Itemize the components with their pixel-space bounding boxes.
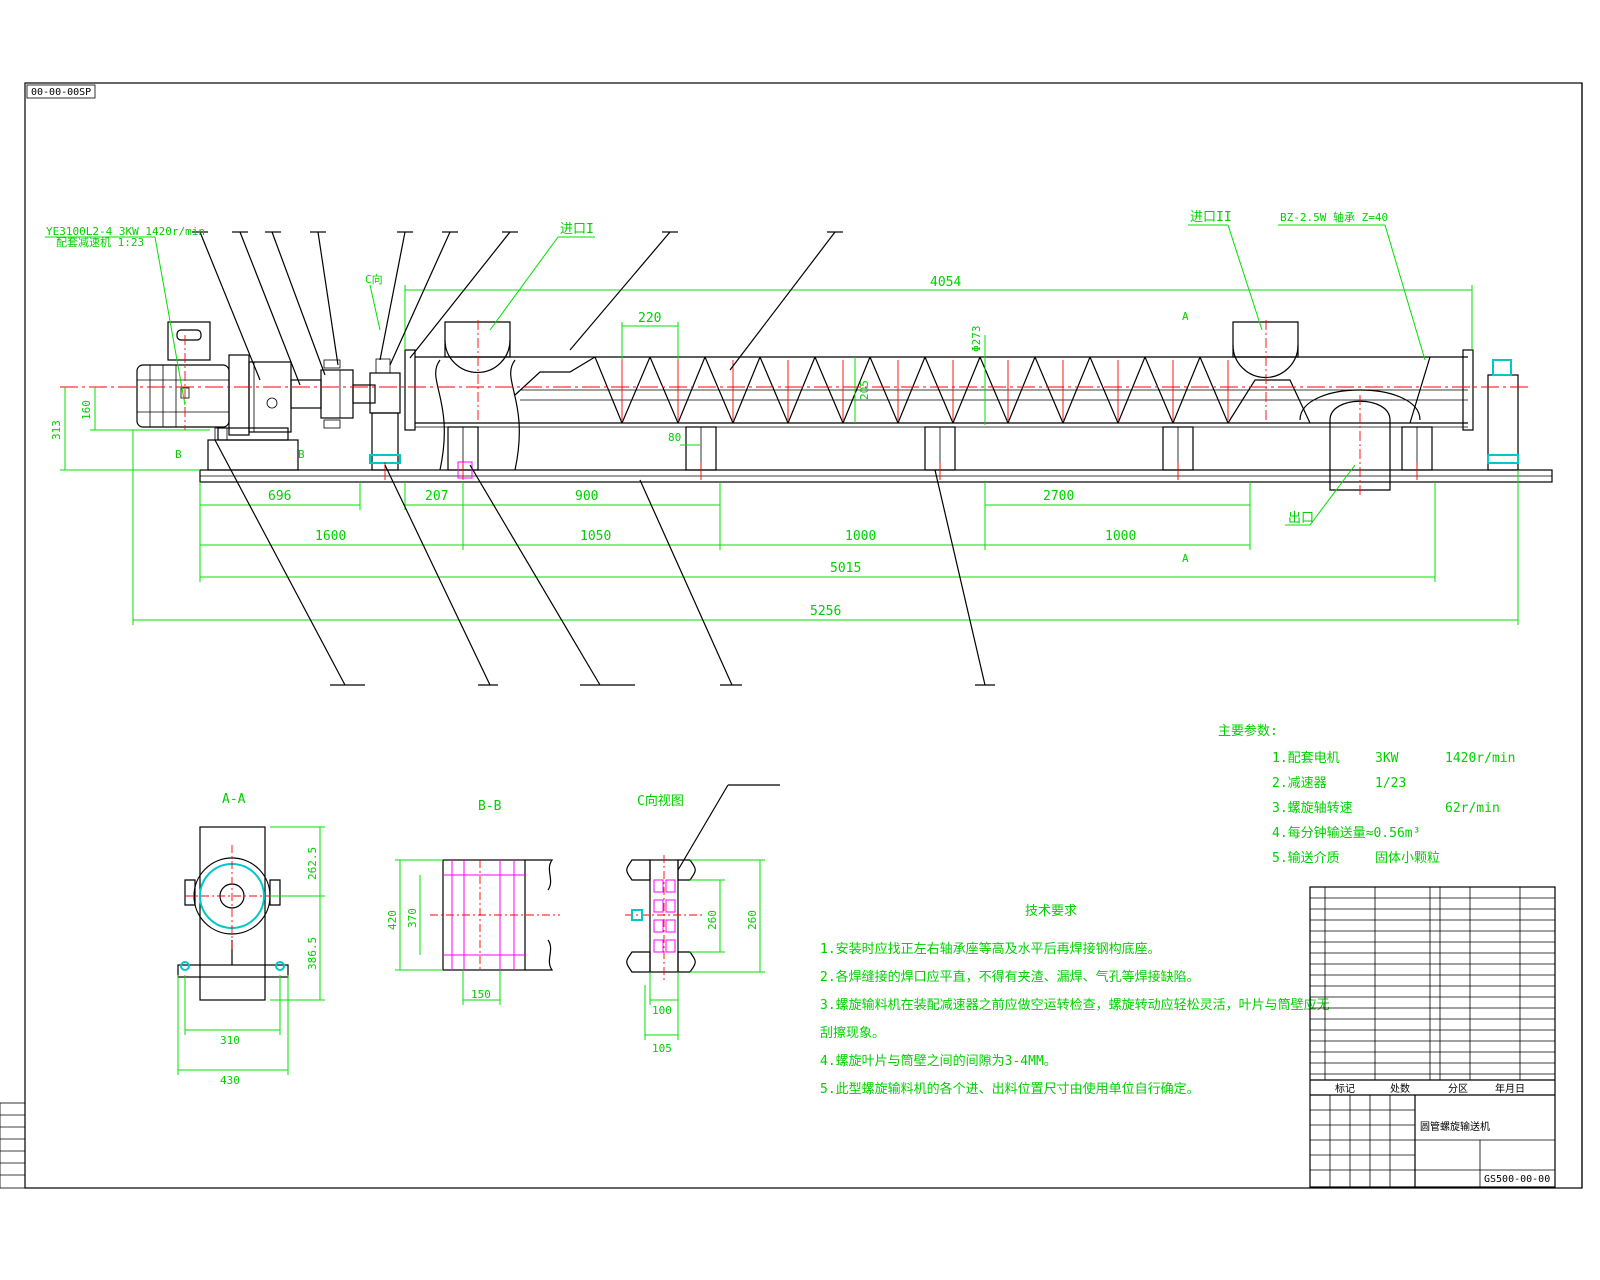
c-dim-105: 105 (652, 1042, 672, 1055)
left-revision-boxes (0, 1102, 26, 1189)
section-a-top-label: A (1182, 310, 1189, 323)
dim-5015: 5015 (830, 561, 861, 576)
motor-spec-label: YE3100L2-4 3KW 1420r/min (46, 225, 205, 238)
section-bb: B-B 420 370 150 (386, 799, 560, 1005)
drive-bearing-housing (369, 349, 416, 471)
c-dim-100: 100 (652, 1004, 672, 1017)
tb-header-3: 分区 (1448, 1083, 1468, 1095)
tech-line: 4.螺旋叶片与筒壁之间的间隙为3-4MM。 (820, 1053, 1057, 1069)
motor-spec-label-2: 配套减速机 1:23 (56, 235, 144, 249)
param-value-2: 1420r/min (1445, 751, 1515, 766)
param-value: 3KW (1375, 751, 1399, 766)
screw-flights (514, 356, 1468, 424)
aa-dim-386: 386.5 (306, 937, 319, 970)
drawing-title: 圆管螺旋输送机 (1420, 1120, 1490, 1133)
dim-5256: 5256 (810, 604, 841, 619)
dim-205: 205 (858, 380, 871, 400)
corner-tag: 00-00-00SP (31, 87, 91, 98)
dim-313: 313 (50, 420, 63, 440)
trough-supports (447, 359, 1519, 471)
main-parameters: 主要参数: 1.配套电机 3KW 1420r/min 2.减速器 1/23 3.螺旋轴转速… (1218, 723, 1515, 866)
tech-title: 技术要求 (1025, 904, 1077, 919)
bb-dim-370: 370 (406, 908, 419, 928)
param-name: 4.每分钟输送量≈0.56m³ (1272, 825, 1420, 841)
label-leaders (45, 224, 1426, 526)
tb-header-6: 年月日 (1495, 1082, 1525, 1095)
dim-1600: 1600 (315, 529, 346, 544)
part-leaders-bottom (214, 439, 995, 686)
param-value: 固体小颗粒 (1375, 851, 1440, 866)
tech-line: 5.此型螺旋输料机的各个进、出料位置尺寸由使用单位自行确定。 (820, 1081, 1200, 1097)
tech-line: 3.螺旋输料机在装配减速器之前应做空运转检查，螺旋转动应轻松灵活，叶片与筒壁应无 (820, 997, 1330, 1013)
drawing-number: GS500-00-00 (1484, 1174, 1550, 1185)
title-block: 标记 处数 分区 年月日 圆管螺旋输送机 GS500-00-00 (1309, 886, 1556, 1188)
section-b-left-label: B (175, 448, 182, 461)
dim-900: 900 (575, 489, 598, 504)
c-dim-260-b: 260 (746, 910, 759, 930)
c-dim-260-a: 260 (706, 910, 719, 930)
corner-tag-box (26, 84, 96, 99)
inlet-2-label: 进口II (1190, 210, 1232, 225)
dim-1050: 1050 (580, 529, 611, 544)
reducer-base (207, 439, 299, 471)
dimension-lines (60, 285, 1519, 625)
section-bb-title: B-B (478, 799, 502, 814)
coupling (290, 359, 376, 429)
dim-160: 160 (80, 400, 93, 420)
param-name: 3.螺旋轴转速 (1272, 801, 1353, 816)
section-aa: A-A 262.5 386.5 310 430 (177, 792, 325, 1087)
tail-note-label: BZ-2.5W 轴承 Z=40 (1280, 210, 1388, 224)
param-name: 1.配套电机 (1272, 750, 1340, 766)
inlet-1-flange (444, 321, 511, 358)
param-value-2: 62r/min (1445, 801, 1500, 816)
section-aa-title: A-A (222, 792, 246, 807)
dim-207: 207 (425, 489, 448, 504)
aa-dim-262: 262.5 (306, 847, 319, 880)
section-b-right-label: B (298, 448, 305, 461)
dim-4054: 4054 (930, 275, 961, 290)
c-view-arrow-label: C向 (365, 272, 383, 286)
tech-line: 刮擦现象。 (820, 1026, 885, 1041)
params-title: 主要参数: (1218, 723, 1278, 739)
section-c-title: C向视图 (637, 793, 684, 809)
section-c-view: C向视图 260 260 100 105 (625, 784, 780, 1055)
aa-dim-310: 310 (220, 1034, 240, 1047)
motor (136, 321, 230, 428)
param-name: 5.输送介质 (1272, 850, 1340, 866)
dim-220: 220 (638, 311, 661, 326)
section-a-bottom-label: A (1182, 552, 1189, 565)
dim-273: Φ273 (970, 326, 983, 353)
technical-requirements: 技术要求 1.安装时应找正左右轴承座等高及水平后再焊接钢构底座。 2.各焊缝接的焊… (820, 904, 1330, 1097)
dim-2700: 2700 (1043, 489, 1074, 504)
tb-header-2: 处数 (1390, 1082, 1410, 1095)
inlet-1-label: 进口I (560, 222, 594, 237)
gear-reducer (207, 354, 299, 471)
tb-header-1: 标记 (1335, 1083, 1355, 1095)
dim-1000-a: 1000 (845, 529, 876, 544)
bb-dim-150: 150 (471, 988, 491, 1001)
screw-trough (415, 321, 1474, 491)
outlet-chute (1329, 400, 1391, 491)
part-leaders-top (192, 231, 843, 386)
aa-dim-430: 430 (220, 1074, 240, 1087)
outlet-label: 出口 (1288, 511, 1314, 526)
tech-line: 2.各焊缝接的焊口应平直，不得有夹渣、漏焊、气孔等焊接缺陷。 (820, 969, 1200, 985)
tech-line: 1.安装时应找正左右轴承座等高及水平后再焊接钢构底座。 (820, 941, 1161, 957)
param-name: 2.减速器 (1272, 776, 1327, 791)
bb-dim-420: 420 (386, 910, 399, 930)
inlet-2-flange (1232, 321, 1299, 358)
dim-1000-b: 1000 (1105, 529, 1136, 544)
main-elevation-view: 4054 220 Φ273 205 160 313 80 696 207 900… (45, 210, 1553, 686)
param-value: 1/23 (1375, 776, 1406, 791)
dim-696: 696 (268, 489, 291, 504)
terminal-box (167, 321, 211, 361)
dim-80: 80 (668, 431, 681, 444)
drawing-frame (24, 82, 1583, 1189)
